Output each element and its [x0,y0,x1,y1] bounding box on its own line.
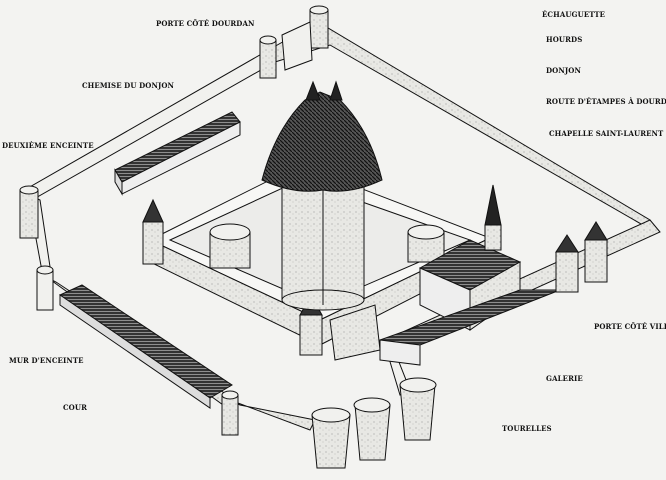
label-route: ROUTE D'ÉTAMPES À DOURDAN [546,97,666,106]
label-echauguette: ÉCHAUGUETTE [542,10,606,19]
outer-towers [19,5,329,436]
lower-left-building [58,284,233,409]
porte-cote-ville [555,221,608,293]
upper-left-building [114,111,241,196]
label-porte-cote-dourdan: PORTE CÔTÉ DOURDAN [156,19,255,28]
label-chapelle: CHAPELLE SAINT-LAURENT [549,129,664,138]
tourelles [311,377,437,469]
label-hourds: HOURDS [546,35,583,44]
label-porte-cote-ville: PORTE CÔTÉ VILLE [594,322,666,331]
donjon [261,80,383,311]
label-deuxieme-enceinte: DEUXIÈME ENCEINTE [2,141,94,150]
label-donjon: DONJON [546,66,581,75]
label-cour: COUR [63,403,87,412]
label-mur-enceinte: MUR D'ENCEINTE [9,356,84,365]
label-galerie: GALERIE [546,374,583,383]
label-chemise-du-donjon: CHEMISE DU DONJON [82,81,175,90]
label-tourelles: TOURELLES [502,424,552,433]
